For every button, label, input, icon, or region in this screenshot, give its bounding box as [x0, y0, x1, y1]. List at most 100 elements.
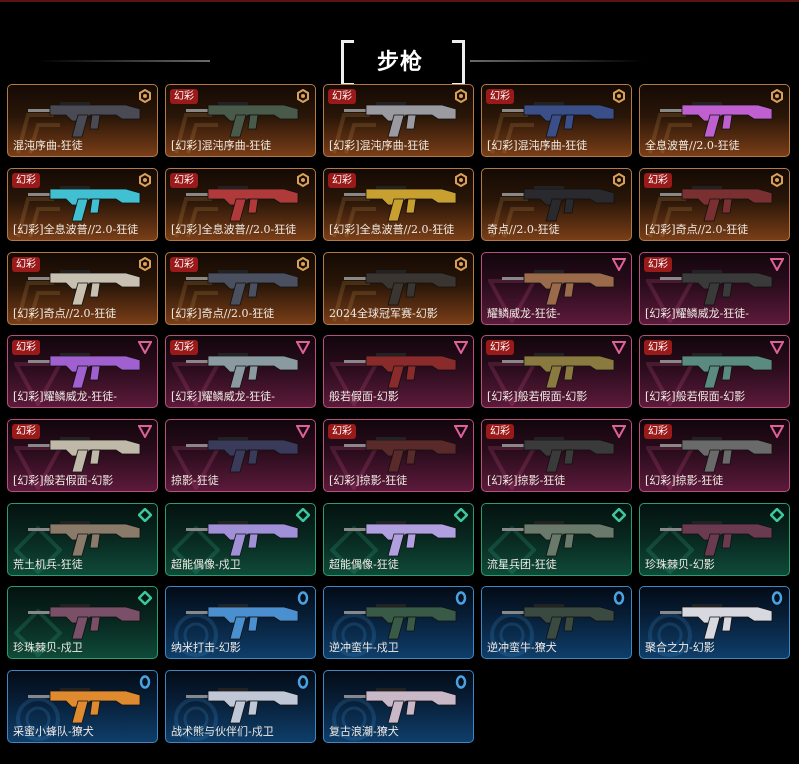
- skin-card[interactable]: 幻彩[幻彩]全息波普//2.0-狂徒: [165, 168, 316, 241]
- prismatic-badge: 幻彩: [486, 340, 514, 355]
- rarity-gold-icon: [455, 89, 467, 103]
- skin-card[interactable]: 纳米打击-幻影: [165, 586, 316, 659]
- rarity-watermark-icon: [490, 613, 534, 657]
- rarity-watermark-icon: [14, 526, 62, 574]
- rifle-image: [660, 521, 773, 557]
- rarity-watermark-icon: [490, 197, 534, 238]
- rifle-image: [28, 688, 141, 724]
- rarity-watermark-icon: [172, 526, 220, 574]
- skin-name: 复古浪潮-獠犬: [329, 725, 399, 738]
- skin-card[interactable]: 幻彩[幻彩]掠影-狂徒: [323, 419, 474, 492]
- skin-card[interactable]: 逆冲蛮牛-獠犬: [481, 586, 632, 659]
- skin-card[interactable]: 幻彩[幻彩]般若假面-幻影: [7, 419, 158, 492]
- rarity-watermark-icon: [16, 697, 60, 741]
- prismatic-badge: 幻彩: [486, 424, 514, 439]
- skin-name: [幻彩]般若假面-幻影: [645, 390, 746, 403]
- skin-card[interactable]: 珍珠棘贝-幻影: [639, 503, 790, 576]
- rarity-pink-icon: [612, 341, 626, 354]
- rarity-gold-icon: [139, 257, 151, 271]
- skin-card[interactable]: 幻彩[幻彩]奇点//2.0-狂徒: [7, 252, 158, 325]
- skin-card[interactable]: 超能偶像-狂徒: [323, 503, 474, 576]
- page-title: 步枪: [376, 50, 423, 75]
- rifle-image: [344, 521, 457, 557]
- skin-card[interactable]: 耀鳞威龙-狂徒-: [481, 252, 632, 325]
- rifle-image: [660, 102, 773, 138]
- skin-card[interactable]: 幻彩[幻彩]奇点//2.0-狂徒: [639, 168, 790, 241]
- rarity-gold-icon: [613, 89, 625, 103]
- skin-card[interactable]: 幻彩[幻彩]全息波普//2.0-狂徒: [7, 168, 158, 241]
- skin-card[interactable]: 超能偶像-戍卫: [165, 503, 316, 576]
- header-divider-right: [470, 60, 645, 62]
- skin-name: 2024全球冠军赛-幻影: [329, 307, 438, 320]
- skin-card[interactable]: 幻彩[幻彩]耀鳞威龙-狂徒-: [7, 335, 158, 408]
- rarity-gold-icon: [455, 173, 467, 187]
- rifle-image: [28, 186, 141, 222]
- skin-name: [幻彩]掠影-狂徒: [487, 474, 566, 487]
- rarity-gold-icon: [297, 257, 309, 271]
- skin-card[interactable]: 混沌序曲-狂徒: [7, 84, 158, 157]
- rarity-watermark-icon: [646, 526, 694, 574]
- rarity-blue-icon: [455, 675, 467, 689]
- rarity-green-icon: [296, 508, 310, 522]
- skin-card[interactable]: 幻彩[幻彩]混沌序曲-狂徒: [323, 84, 474, 157]
- skin-card[interactable]: 掠影-狂徒: [165, 419, 316, 492]
- skin-card[interactable]: 奇点//2.0-狂徒: [481, 168, 632, 241]
- rifle-image: [186, 186, 299, 222]
- rifle-image: [344, 353, 457, 389]
- skin-card[interactable]: 聚合之力-幻影: [639, 586, 790, 659]
- rarity-watermark-icon: [488, 279, 536, 323]
- rarity-watermark-icon: [332, 613, 376, 657]
- skin-card[interactable]: 幻彩 [幻彩]掠影-狂徒: [481, 419, 632, 492]
- skin-name: [幻彩]掠影-狂徒: [645, 474, 724, 487]
- rarity-watermark-icon: [14, 446, 62, 490]
- skin-card[interactable]: 流星兵团-狂徒: [481, 503, 632, 576]
- rifle-image: [28, 604, 141, 640]
- rarity-watermark-icon: [648, 197, 692, 238]
- skin-name: [幻彩]奇点//2.0-狂徒: [171, 307, 275, 320]
- skin-name: 耀鳞威龙-狂徒-: [487, 307, 561, 320]
- rarity-watermark-icon: [16, 197, 60, 238]
- skin-card[interactable]: 幻彩[幻彩]般若假面-幻影: [481, 335, 632, 408]
- rarity-watermark-icon: [332, 281, 376, 322]
- skin-card[interactable]: 幻彩[幻彩]全息波普//2.0-狂徒: [323, 168, 474, 241]
- rarity-pink-icon: [296, 425, 310, 438]
- skin-card[interactable]: 2024全球冠军赛-幻影: [323, 252, 474, 325]
- skin-card[interactable]: 幻彩[幻彩]般若假面-幻影: [639, 335, 790, 408]
- rarity-gold-icon: [139, 89, 151, 103]
- skin-card[interactable]: 珍珠棘贝-戍卫: [7, 586, 158, 659]
- skin-card[interactable]: 幻彩[幻彩]掠影-狂徒: [639, 419, 790, 492]
- rifle-image: [344, 688, 457, 724]
- rifle-image: [502, 521, 615, 557]
- rifle-image: [28, 437, 141, 473]
- skin-card[interactable]: 采蜜小蜂队-獠犬: [7, 670, 158, 743]
- skin-card[interactable]: 全息波普//2.0-狂徒: [639, 84, 790, 157]
- rifle-image: [344, 102, 457, 138]
- rarity-watermark-icon: [16, 113, 60, 154]
- skin-card[interactable]: 幻彩[幻彩]耀鳞威龙-狂徒-: [639, 252, 790, 325]
- rarity-watermark-icon: [172, 362, 220, 406]
- rifle-image: [186, 437, 299, 473]
- prismatic-badge: 幻彩: [12, 257, 40, 272]
- rarity-gold-icon: [771, 173, 783, 187]
- prismatic-badge: 幻彩: [328, 173, 356, 188]
- rifle-image: [502, 604, 615, 640]
- prismatic-badge: 幻彩: [170, 257, 198, 272]
- skin-card[interactable]: 般若假面-幻影: [323, 335, 474, 408]
- rifle-image: [186, 688, 299, 724]
- skin-name: 采蜜小蜂队-獠犬: [13, 725, 94, 738]
- skin-name: 奇点//2.0-狂徒: [487, 223, 560, 236]
- rarity-watermark-icon: [16, 281, 60, 322]
- rarity-blue-icon: [455, 591, 467, 605]
- skin-card[interactable]: 幻彩[幻彩]混沌序曲-狂徒: [481, 84, 632, 157]
- prismatic-badge: 幻彩: [644, 257, 672, 272]
- skin-card[interactable]: 逆冲蛮牛-戍卫: [323, 586, 474, 659]
- skin-card[interactable]: 幻彩[幻彩]耀鳞威龙-狂徒-: [165, 335, 316, 408]
- rarity-pink-icon: [612, 425, 626, 438]
- skin-card[interactable]: 幻彩[幻彩]混沌序曲-狂徒: [165, 84, 316, 157]
- skin-card[interactable]: 幻彩 [幻彩]奇点//2.0-狂徒: [165, 252, 316, 325]
- rifle-image: [28, 102, 141, 138]
- skin-card[interactable]: 荒土机兵-狂徒: [7, 503, 158, 576]
- rarity-pink-icon: [612, 258, 626, 271]
- skin-card[interactable]: 复古浪潮-獠犬: [323, 670, 474, 743]
- skin-card[interactable]: 战术熊与伙伴们-戍卫: [165, 670, 316, 743]
